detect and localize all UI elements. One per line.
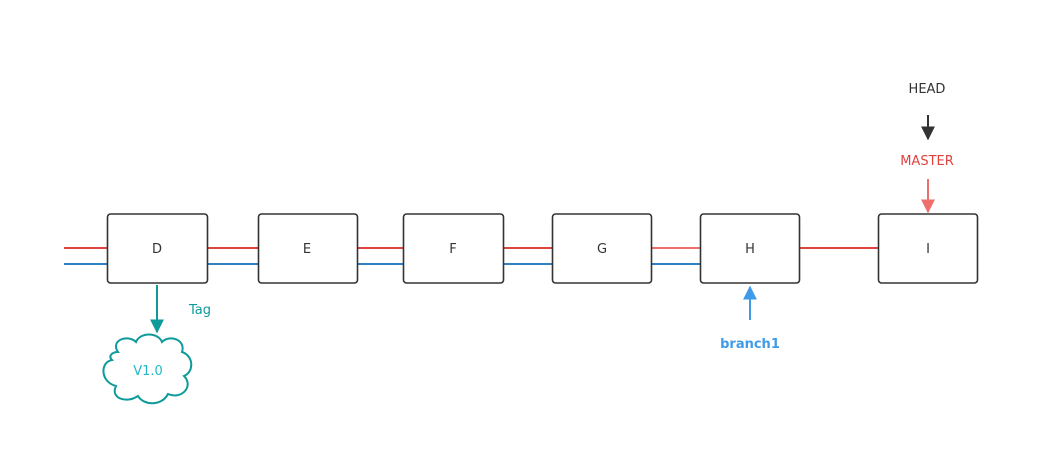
commit-node-g: G — [551, 213, 653, 284]
head-label: HEAD — [909, 82, 946, 97]
master-label: MASTER — [900, 154, 954, 169]
commit-label: F — [449, 242, 456, 257]
branch1-label: branch1 — [720, 337, 780, 352]
tag-label: Tag — [188, 303, 211, 318]
commit-box — [106, 213, 209, 284]
tag-name: V1.0 — [133, 364, 163, 379]
commit-label: I — [926, 242, 930, 257]
commit-box — [402, 213, 505, 284]
commit-box — [877, 213, 979, 284]
commit-label: H — [745, 242, 755, 257]
commit-box — [257, 213, 359, 284]
commit-node-i: I — [877, 213, 979, 284]
tag-cloud-icon — [102, 333, 193, 405]
commit-node-h: H — [699, 213, 801, 284]
commit-box — [551, 213, 653, 284]
commit-node-f: F — [402, 213, 505, 284]
commit-label: E — [303, 242, 311, 257]
commit-node-d: D — [106, 213, 209, 284]
commit-label: G — [597, 242, 607, 257]
commit-box — [699, 213, 801, 284]
commit-label: D — [152, 242, 162, 257]
commit-node-e: E — [257, 213, 359, 284]
